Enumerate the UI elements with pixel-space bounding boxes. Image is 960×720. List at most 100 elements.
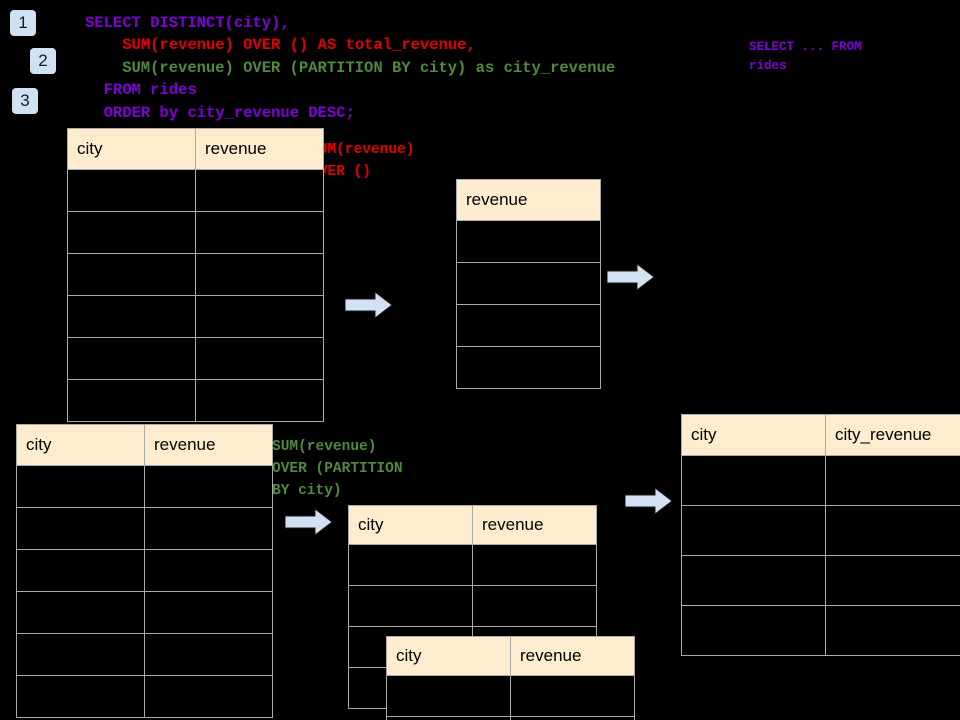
table-cell	[67, 295, 196, 338]
arrow-icon	[606, 262, 655, 292]
arrow-source-to-partition	[284, 507, 333, 537]
table-row	[456, 262, 601, 305]
table-cell	[348, 585, 473, 627]
sql-line5: ORDER by city_revenue DESC;	[85, 103, 355, 122]
column-header-city-revenue: city_revenue	[825, 414, 960, 456]
table-cell	[67, 253, 196, 296]
total-revenue-table: revenue	[456, 179, 601, 389]
arrow-icon	[624, 486, 673, 516]
table-cell	[16, 507, 145, 550]
arrow-total-to-result	[606, 262, 655, 292]
table-row	[16, 549, 273, 592]
column-header-city: city	[16, 424, 145, 466]
arrow-partition-to-result	[624, 486, 673, 516]
table-cell	[681, 555, 826, 606]
table-cell	[67, 169, 196, 212]
arrow-source-to-total	[344, 290, 393, 320]
arrow-icon	[344, 290, 393, 320]
table-cell	[67, 379, 196, 422]
table-cell	[144, 591, 273, 634]
sql-side-note-line2: rides	[749, 59, 787, 73]
table-cell	[144, 675, 273, 718]
table-cell	[16, 591, 145, 634]
annotation-over-partition-line3: BY city)	[272, 483, 342, 499]
table-row	[67, 253, 324, 296]
table-row	[16, 633, 273, 676]
table-cell	[681, 605, 826, 656]
table-cell	[510, 716, 635, 720]
table-row	[681, 555, 960, 606]
sql-line1: SELECT DISTINCT(city),	[85, 14, 290, 32]
table-cell	[195, 295, 324, 338]
table-row	[456, 346, 601, 389]
table-cell	[195, 337, 324, 380]
table-cell	[510, 675, 635, 717]
annotation-over-empty-line2: OVER ()	[310, 164, 371, 180]
column-header-city: city	[348, 505, 473, 545]
table-cell	[681, 505, 826, 556]
table-cell	[348, 544, 473, 586]
table-row	[67, 295, 324, 338]
table-row	[67, 169, 324, 212]
table-row	[67, 337, 324, 380]
table-row	[16, 507, 273, 550]
table-cell	[825, 455, 960, 506]
table-cell	[195, 211, 324, 254]
column-header-city: city	[681, 414, 826, 456]
table-row	[456, 304, 601, 347]
table-cell	[456, 346, 601, 389]
table-row	[16, 465, 273, 508]
sql-line4: FROM rides	[85, 81, 197, 100]
step-badge-3: 3	[12, 88, 38, 114]
table-row	[16, 675, 273, 718]
table-row	[681, 505, 960, 556]
table-cell	[456, 262, 601, 305]
table-cell	[456, 220, 601, 263]
arrow-icon	[284, 507, 333, 537]
table-cell	[195, 253, 324, 296]
table-cell	[67, 337, 196, 380]
column-header-revenue: revenue	[472, 505, 597, 545]
sql-line2: SUM(revenue) OVER () AS total_revenue,	[85, 36, 476, 55]
annotation-over-empty: SUM(revenue) OVER ()	[310, 139, 414, 183]
column-header-revenue: revenue	[456, 179, 601, 221]
table-cell	[16, 549, 145, 592]
table-cell	[144, 633, 273, 676]
table-row	[386, 716, 635, 720]
table-cell	[144, 465, 273, 508]
table-row	[67, 379, 324, 422]
table-row	[348, 544, 597, 586]
step-badge-2: 2	[30, 48, 56, 74]
table-cell	[825, 505, 960, 556]
annotation-over-empty-line1: SUM(revenue)	[310, 142, 415, 158]
column-header-revenue: revenue	[510, 636, 635, 676]
step-badge-1: 1	[10, 10, 36, 36]
table-cell	[681, 455, 826, 506]
table-cell	[144, 507, 273, 550]
column-header-city: city	[67, 128, 196, 170]
column-header-city: city	[386, 636, 511, 676]
table-cell	[825, 605, 960, 656]
table-cell	[386, 716, 511, 720]
table-row	[348, 585, 597, 627]
table-row	[456, 220, 601, 263]
sql-line3: SUM(revenue) OVER (PARTITION BY city) as…	[85, 58, 616, 77]
table-row	[16, 591, 273, 634]
table-row	[681, 605, 960, 656]
table-cell	[16, 675, 145, 718]
sql-query-block: SELECT DISTINCT(city), SUM(revenue) OVER…	[85, 12, 615, 124]
column-header-revenue: revenue	[144, 424, 273, 466]
table-cell	[825, 555, 960, 606]
table-cell	[472, 585, 597, 627]
